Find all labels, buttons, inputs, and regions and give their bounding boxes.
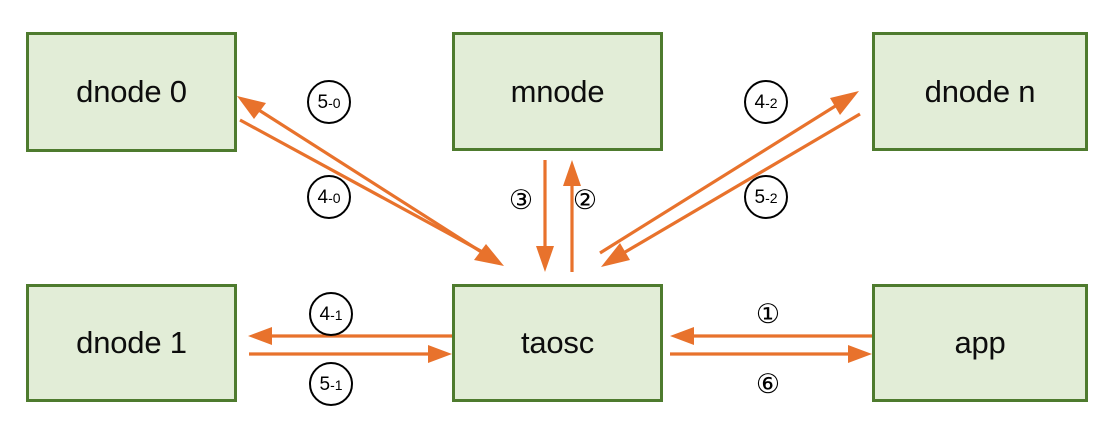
step-badge-2: ② — [563, 178, 607, 222]
edge-4-1 — [248, 327, 452, 345]
step-badge-5-0: 5-0 — [307, 80, 351, 124]
step-badge-5-0-text: 5-0 — [317, 91, 341, 113]
node-label-mnode: mnode — [510, 73, 605, 109]
step-badge-4-0-text: 4-0 — [317, 186, 341, 208]
step-badge-6-text: ⑥ — [755, 368, 781, 399]
node-label-dnode-1: dnode 1 — [76, 325, 187, 360]
step-badge-5-1: 5-1 — [309, 362, 353, 406]
step-badge-4-2-text: 4-2 — [754, 91, 778, 113]
step-badge-4-1-text: 4-1 — [319, 303, 343, 325]
node-dnode-n[interactable]: dnode n — [872, 32, 1088, 151]
step-badge-3: ③ — [499, 178, 543, 222]
edge-3 — [536, 160, 554, 272]
node-label-app: app — [954, 325, 1006, 360]
step-badge-5-2-text: 5-2 — [754, 186, 778, 208]
step-badge-6: ⑥ — [746, 362, 790, 406]
node-label-taosc: taosc — [520, 325, 595, 360]
node-label-dnode-0: dnode 0 — [76, 74, 187, 109]
step-badge-2-text: ② — [572, 184, 598, 215]
step-badge-4-2: 4-2 — [744, 80, 788, 124]
node-label-dnode-n: dnode n — [924, 73, 1036, 109]
step-badge-4-1: 4-1 — [309, 292, 353, 336]
step-badge-5-1-text: 5-1 — [319, 373, 343, 395]
step-badge-1-text: ① — [755, 298, 781, 329]
node-taosc[interactable]: taosc — [452, 284, 663, 402]
step-badge-4-0: 4-0 — [307, 175, 351, 219]
edge-6 — [670, 345, 872, 363]
step-badge-1: ① — [746, 292, 790, 336]
edge-5-1 — [249, 345, 452, 363]
node-mnode[interactable]: mnode — [452, 32, 663, 151]
node-dnode-0[interactable]: dnode 0 — [26, 32, 237, 152]
node-dnode-1[interactable]: dnode 1 — [26, 284, 237, 402]
step-badge-3-text: ③ — [508, 184, 534, 215]
step-badge-5-2: 5-2 — [744, 175, 788, 219]
node-app[interactable]: app — [872, 284, 1088, 402]
